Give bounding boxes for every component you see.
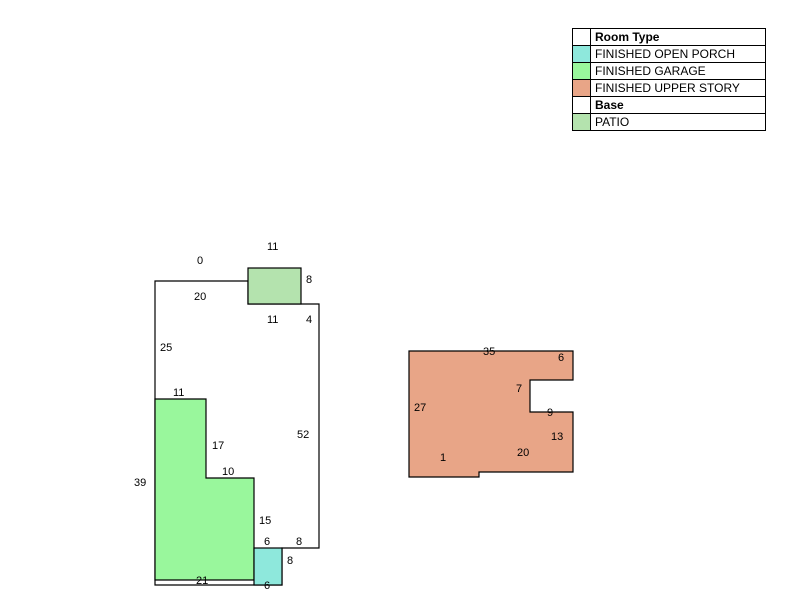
- legend-label-upper-story: FINISHED UPPER STORY: [590, 79, 766, 97]
- legend-label-garage: FINISHED GARAGE: [590, 62, 766, 80]
- dim-base-porch-left: 15: [259, 515, 271, 527]
- dim-upper-right: 13: [551, 431, 563, 443]
- room-type-legend: Room Type FINISHED OPEN PORCH FINISHED G…: [572, 28, 766, 131]
- dim-base-bottom-right: 8: [296, 536, 302, 548]
- dim-upper-notch-left: 7: [516, 383, 522, 395]
- dim-upper-top-right: 6: [558, 352, 564, 364]
- upper-story-area: [408, 350, 574, 478]
- porch-area: [253, 547, 283, 586]
- dim-base-porch-top: 6: [264, 536, 270, 548]
- dim-upper-left: 27: [414, 402, 426, 414]
- dim-upper-notch-bottom: 9: [547, 407, 553, 419]
- legend-row-upper-story: FINISHED UPPER STORY: [572, 79, 766, 97]
- dim-porch-right: 8: [287, 555, 293, 567]
- dim-garage-top: 11: [173, 387, 184, 399]
- legend-header-row: Room Type: [572, 28, 766, 46]
- dim-garage-inner-horizontal: 10: [222, 466, 234, 478]
- legend-row-patio: PATIO: [572, 113, 766, 131]
- dim-garage-inner-vertical: 17: [212, 440, 224, 452]
- dim-base-top-left-seg: 20: [194, 291, 206, 303]
- dim-garage-left: 39: [134, 477, 146, 489]
- dim-upper-step: 1: [440, 452, 446, 464]
- dim-patio-right: 8: [306, 274, 312, 286]
- dim-patio-bottom: 11: [267, 314, 278, 326]
- legend-label-patio: PATIO: [590, 113, 766, 131]
- patio-area: [247, 267, 302, 305]
- dim-upper-bottom-right: 20: [517, 447, 529, 459]
- dim-upper-top: 35: [483, 346, 495, 358]
- dim-base-right: 52: [297, 429, 309, 441]
- dim-base-top-left: 0: [197, 255, 203, 267]
- legend-row-garage: FINISHED GARAGE: [572, 62, 766, 80]
- legend-swatch-garage: [572, 62, 591, 80]
- dim-patio-top: 11: [267, 241, 278, 253]
- dim-base-right-top: 4: [306, 314, 312, 326]
- dim-base-left-upper: 25: [160, 342, 172, 354]
- legend-swatch-patio: [572, 113, 591, 131]
- dim-garage-bottom: 21: [196, 575, 208, 587]
- dim-porch-bottom: 6: [264, 580, 270, 592]
- garage-area: [154, 398, 255, 581]
